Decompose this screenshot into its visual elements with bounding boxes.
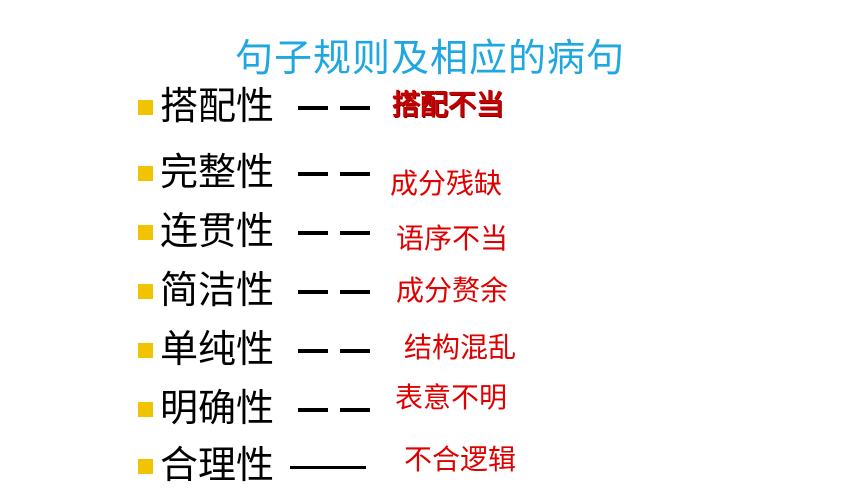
dash xyxy=(340,290,370,294)
bullet-icon xyxy=(138,402,153,417)
dash xyxy=(340,172,370,176)
fault-label: 搭配不当 xyxy=(392,88,505,121)
fault-label: 成分残缺 xyxy=(390,167,503,200)
dash xyxy=(298,106,328,110)
dash xyxy=(340,231,370,235)
rule-term: 合理性 xyxy=(160,443,275,487)
dash xyxy=(298,349,328,353)
dash xyxy=(298,408,328,412)
fault-label: 不合逻辑 xyxy=(404,443,517,476)
list-item: 明确性 xyxy=(138,383,558,433)
rule-term: 搭配性 xyxy=(160,84,275,128)
dash xyxy=(340,408,370,412)
dash xyxy=(298,290,328,294)
list-item: 连贯性 xyxy=(138,206,558,256)
bullet-icon xyxy=(138,343,153,358)
list-item: 搭配性 xyxy=(138,81,558,131)
bullet-icon xyxy=(138,166,153,181)
bullet-icon xyxy=(138,225,153,240)
rule-term: 简洁性 xyxy=(160,268,275,312)
dash xyxy=(340,106,370,110)
fault-label: 结构混乱 xyxy=(404,331,517,364)
bullet-icon xyxy=(138,284,153,299)
bullet-icon xyxy=(138,100,153,115)
rule-term: 连贯性 xyxy=(160,209,275,253)
dash xyxy=(298,231,328,235)
fault-label: 语序不当 xyxy=(396,222,509,255)
list-item: 简洁性 xyxy=(138,265,558,315)
fault-label: 表意不明 xyxy=(395,381,508,414)
rule-term: 完整性 xyxy=(160,150,275,194)
dash xyxy=(340,349,370,353)
bullet-icon xyxy=(138,459,153,474)
fault-label: 成分赘余 xyxy=(396,274,509,307)
list-item: 合理性 xyxy=(138,440,558,490)
dash xyxy=(298,172,328,176)
list-item: 单纯性 xyxy=(138,324,558,374)
rule-term: 明确性 xyxy=(160,386,275,430)
rule-term: 单纯性 xyxy=(160,327,275,371)
dash xyxy=(290,466,366,469)
slide-title: 句子规则及相应的病句 xyxy=(234,36,625,80)
list-item: 完整性 xyxy=(138,147,558,197)
